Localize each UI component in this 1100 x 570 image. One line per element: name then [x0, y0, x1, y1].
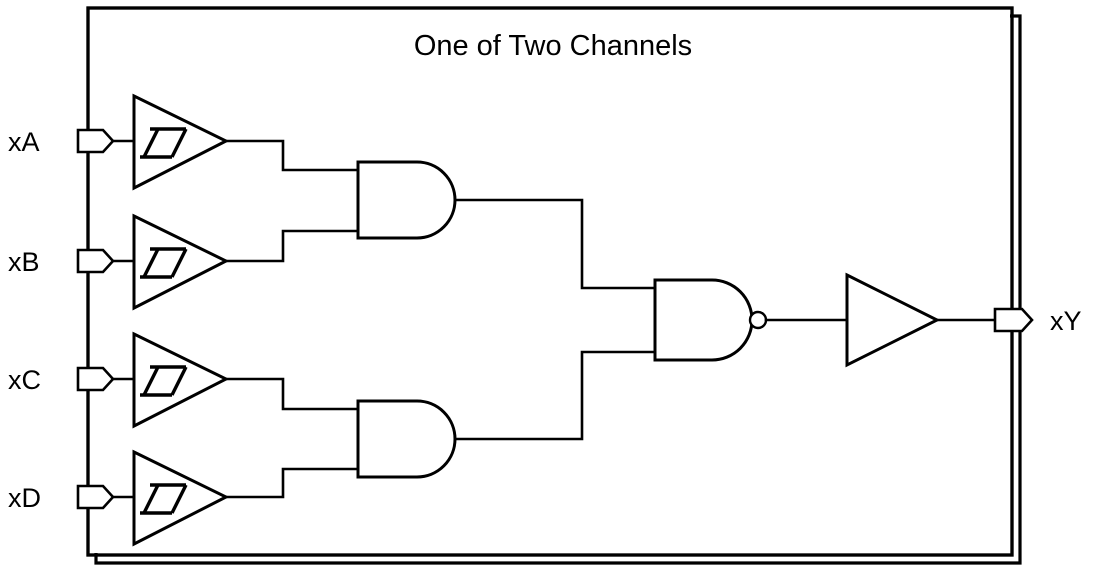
hysteresis-icon-xb: [140, 247, 188, 279]
input-pin-xa[interactable]: [76, 128, 115, 154]
and-gate-bottom[interactable]: [356, 399, 457, 479]
channel-boundary-group: [86, 6, 1022, 565]
wire-bufc-to-andbottom: [224, 377, 360, 411]
input-pin-xd[interactable]: [76, 484, 115, 510]
wire-bufd-to-andbottom: [224, 467, 360, 499]
input-pins-group: [76, 128, 115, 510]
schmitt-buffer-xc[interactable]: [132, 331, 230, 429]
output-pin-xy[interactable]: [993, 307, 1034, 333]
inversion-bubble-icon: [748, 310, 768, 330]
channel-boundary-rectangle-stroke: [86, 6, 1014, 557]
input-label-xd: xD: [8, 483, 41, 513]
and-gate-top-body: [356, 160, 457, 240]
schmitt-buffer-xa[interactable]: [132, 93, 230, 191]
input-label-xa: xA: [8, 127, 40, 157]
schmitt-buffer-xd[interactable]: [132, 449, 230, 547]
page-title: One of Two Channels: [414, 30, 692, 62]
input-labels-group: xA xB xC xD: [8, 127, 41, 513]
hysteresis-icon-xd: [140, 483, 188, 515]
input-pin-xc[interactable]: [76, 366, 115, 392]
wire-bufb-to-andtop: [224, 229, 360, 263]
nand-gate-body: [653, 278, 754, 362]
input-pin-xb[interactable]: [76, 248, 115, 274]
and-to-nand-wires-group: [453, 198, 657, 441]
hysteresis-icon-xa: [140, 127, 188, 159]
input-label-xb: xB: [8, 247, 40, 277]
hysteresis-icon-xc: [140, 365, 188, 397]
wire-andbottom-to-nand: [453, 350, 657, 441]
and-gate-top[interactable]: [356, 160, 457, 240]
wire-bufa-to-andtop: [224, 139, 360, 172]
output-buffer[interactable]: [845, 272, 941, 368]
buffer-to-and-wires-group: [224, 139, 360, 499]
channel-inner-fill: [90, 10, 1010, 553]
wire-andtop-to-nand: [453, 198, 657, 290]
output-label-xy: xY: [1050, 306, 1082, 336]
nand-gate-main[interactable]: [653, 278, 768, 362]
input-wires-group: [111, 139, 136, 499]
schmitt-buffer-xb[interactable]: [132, 213, 230, 311]
output-buffer-triangle: [845, 272, 941, 368]
input-label-xc: xC: [8, 365, 41, 395]
and-gate-bottom-body: [356, 399, 457, 479]
